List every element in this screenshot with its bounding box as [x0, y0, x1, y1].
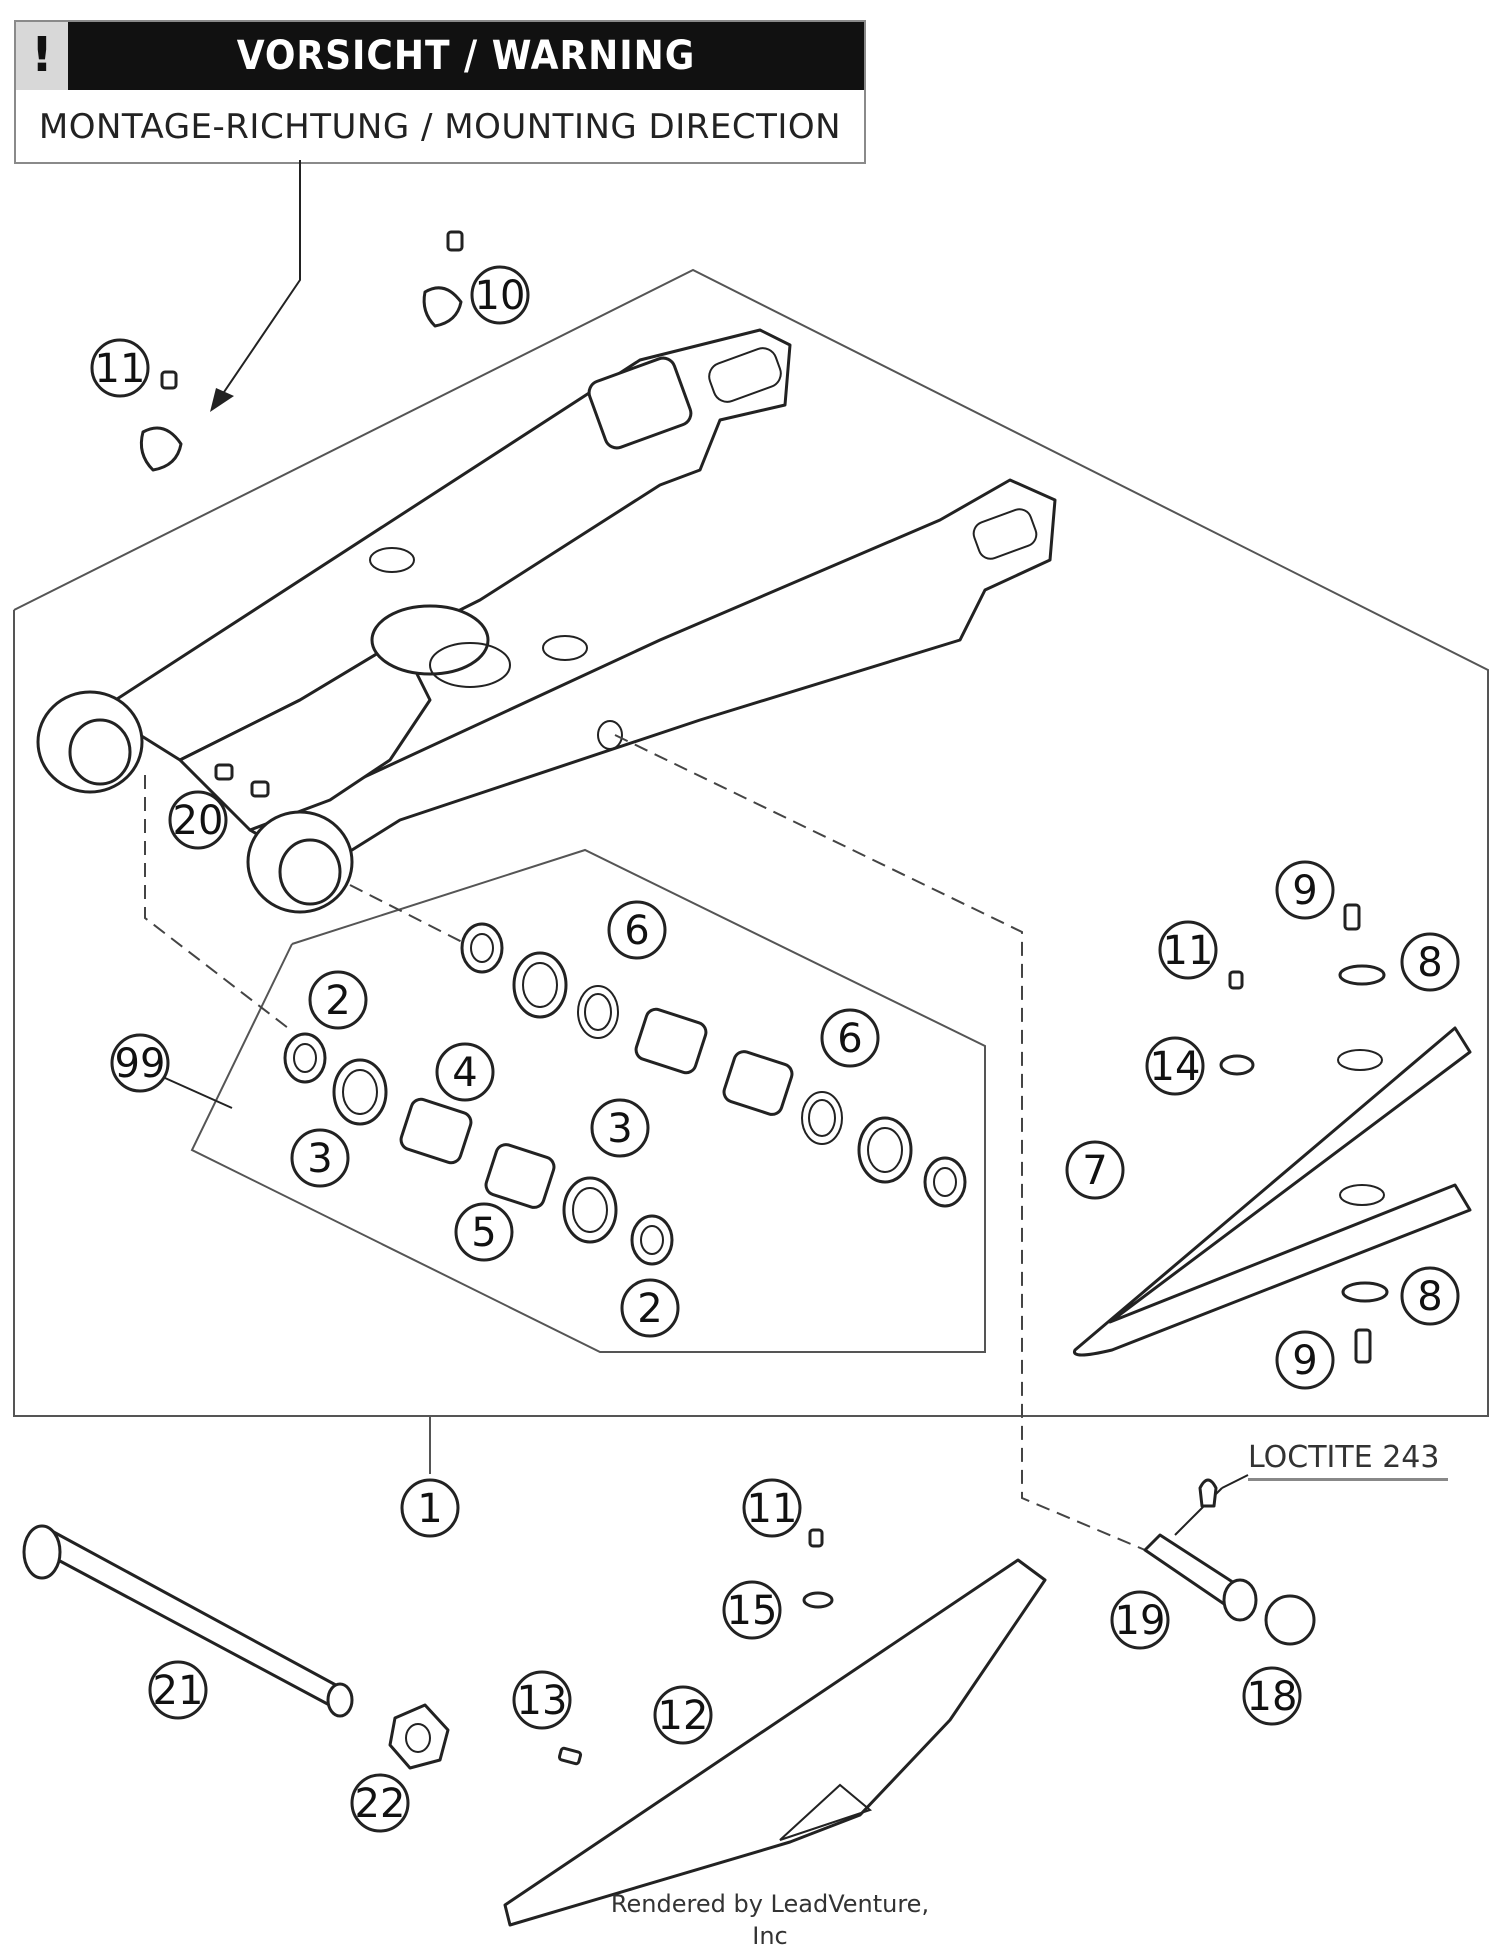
svg-text:5: 5 — [471, 1210, 496, 1256]
chain-guide — [503, 1528, 1047, 1927]
callout-6-b: 6 — [820, 1008, 880, 1068]
callout-19: 19 — [1110, 1590, 1170, 1650]
svg-text:22: 22 — [355, 1781, 406, 1827]
svg-text:11: 11 — [1163, 928, 1214, 974]
svg-text:99: 99 — [115, 1041, 166, 1087]
svg-text:11: 11 — [747, 1486, 798, 1532]
rendered-by-footer: Rendered by LeadVenture, Inc — [610, 1890, 930, 1950]
callout-3-a: 3 — [290, 1128, 350, 1188]
loctite-label: LOCTITE 243 — [1248, 1438, 1448, 1481]
callout-22: 22 — [350, 1773, 410, 1833]
callout-3-b: 3 — [590, 1098, 650, 1158]
svg-text:6: 6 — [624, 908, 649, 954]
swingarm — [36, 328, 1057, 914]
svg-text:20: 20 — [173, 798, 224, 844]
svg-text:3: 3 — [307, 1136, 332, 1182]
callout-4: 4 — [435, 1042, 495, 1102]
chain-slider — [1072, 903, 1472, 1364]
bearing-kit-parts — [283, 922, 967, 1266]
svg-text:1: 1 — [417, 1486, 442, 1532]
svg-text:18: 18 — [1247, 1674, 1298, 1720]
callout-2-b: 2 — [620, 1278, 680, 1338]
callout-14: 14 — [1145, 1036, 1205, 1096]
callout-10: 10 — [470, 265, 530, 325]
callouts: 1 2 2 3 3 4 5 6 6 7 8 8 9 9 10 11 11 11 … — [90, 265, 1460, 1833]
callout-15: 15 — [722, 1580, 782, 1640]
svg-text:2: 2 — [637, 1286, 662, 1332]
svg-text:12: 12 — [658, 1693, 709, 1739]
svg-text:13: 13 — [517, 1678, 568, 1724]
callout-11-c: 11 — [742, 1478, 802, 1538]
callout-6-a: 6 — [607, 900, 667, 960]
warning-title: VORSICHT / WARNING — [236, 33, 696, 79]
svg-text:8: 8 — [1417, 940, 1442, 986]
pivot-bolt — [1143, 1478, 1316, 1646]
svg-text:9: 9 — [1292, 1338, 1317, 1384]
svg-text:7: 7 — [1082, 1148, 1107, 1194]
svg-text:14: 14 — [1150, 1044, 1201, 1090]
swingarm-axle — [22, 1524, 450, 1770]
callout-5: 5 — [454, 1202, 514, 1262]
mounting-direction-arrow — [210, 160, 301, 412]
callout-99: 99 — [110, 1033, 170, 1093]
warning-box: ! VORSICHT / WARNING MONTAGE-RICHTUNG / … — [14, 20, 866, 164]
svg-text:19: 19 — [1115, 1598, 1166, 1644]
small-fasteners — [139, 230, 464, 798]
svg-text:3: 3 — [607, 1106, 632, 1152]
svg-text:2: 2 — [325, 978, 350, 1024]
swingarm-assembly-frame — [13, 268, 1489, 1474]
callout-9-a: 9 — [1275, 860, 1335, 920]
warning-exclamation-icon: ! — [16, 22, 68, 90]
svg-text:8: 8 — [1417, 1274, 1442, 1320]
svg-text:10: 10 — [475, 273, 526, 319]
callout-9-b: 9 — [1275, 1330, 1335, 1390]
svg-text:9: 9 — [1292, 868, 1317, 914]
warning-subtitle: MONTAGE-RICHTUNG / MOUNTING DIRECTION — [38, 107, 842, 147]
svg-text:11: 11 — [95, 346, 146, 392]
svg-text:15: 15 — [727, 1588, 778, 1634]
callout-11-a: 11 — [90, 338, 150, 398]
leader-lines — [144, 734, 1249, 1551]
callout-8-a: 8 — [1400, 932, 1460, 992]
callout-21: 21 — [148, 1660, 208, 1720]
callout-18: 18 — [1242, 1666, 1302, 1726]
callout-1: 1 — [400, 1478, 460, 1538]
bearing-kit-frame — [190, 848, 986, 1353]
svg-text:6: 6 — [837, 1016, 862, 1062]
callout-20: 20 — [168, 790, 228, 850]
svg-text:4: 4 — [452, 1050, 477, 1096]
callout-12: 12 — [653, 1685, 713, 1745]
callout-8-b: 8 — [1400, 1266, 1460, 1326]
callout-13: 13 — [512, 1670, 572, 1730]
callout-2-a: 2 — [308, 970, 368, 1030]
svg-text:21: 21 — [153, 1668, 204, 1714]
callout-7: 7 — [1065, 1140, 1125, 1200]
callout-11-b: 11 — [1158, 920, 1218, 980]
warning-header: ! VORSICHT / WARNING — [16, 22, 864, 90]
